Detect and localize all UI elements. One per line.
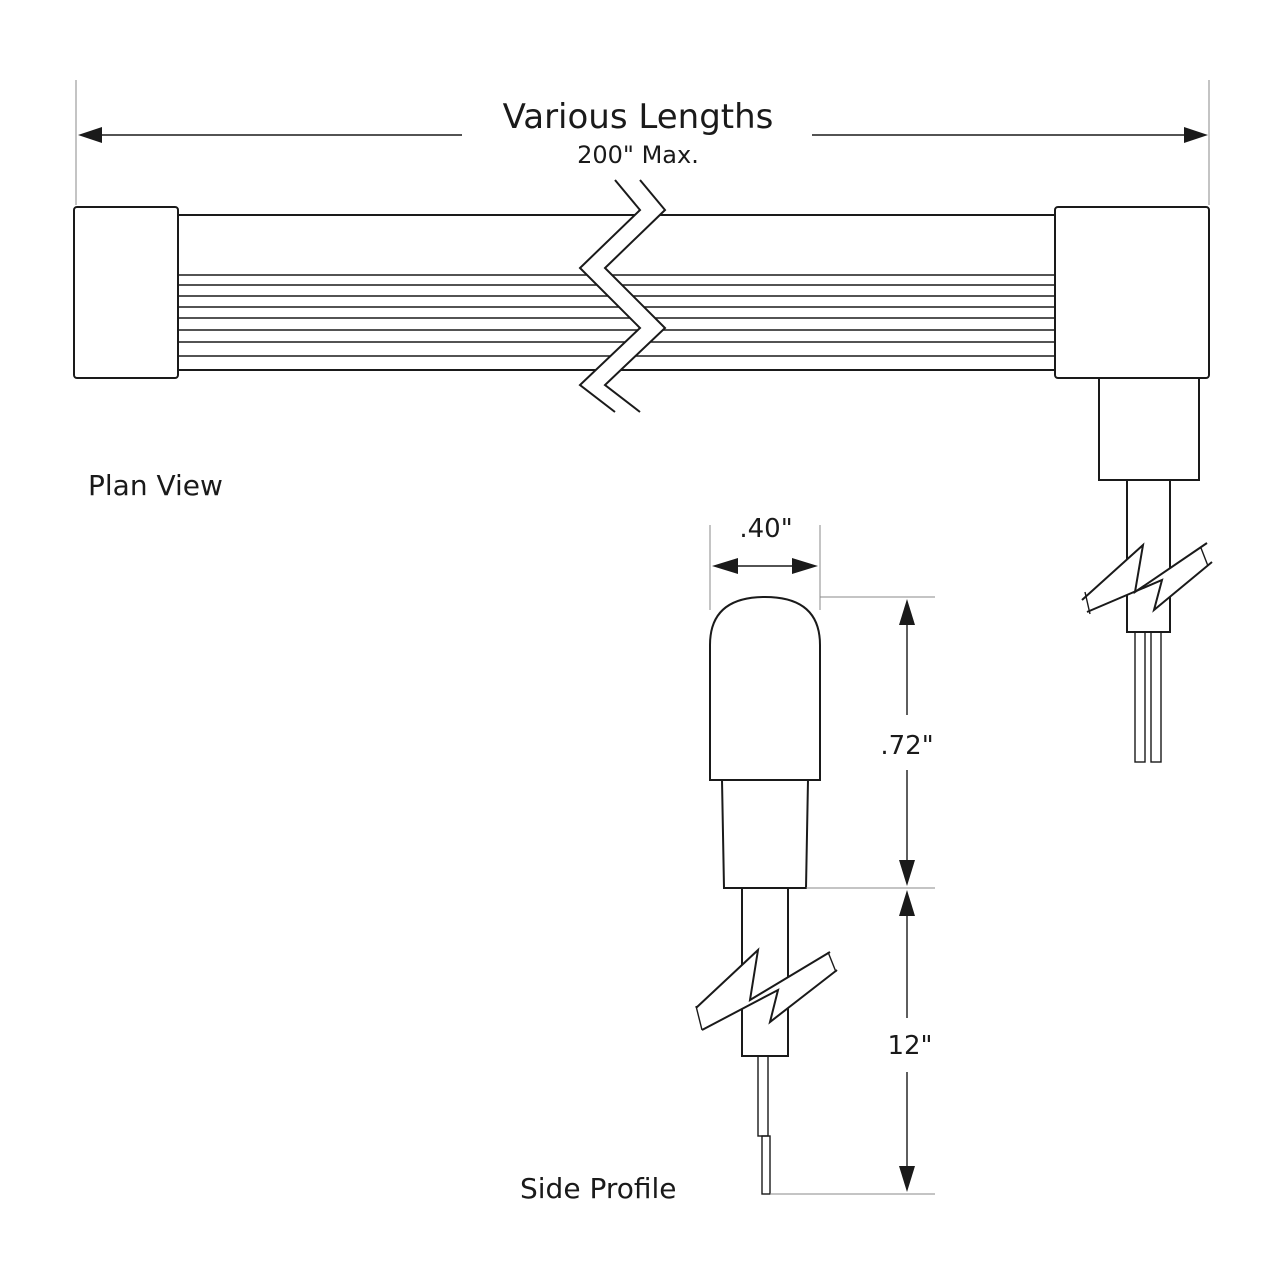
bar-break-line-right [603,179,667,413]
right-grommet [1098,377,1200,481]
height-arrow-bottom [899,860,915,886]
right-wire-break-bottom [1086,561,1213,613]
right-wire-lead-1 [1134,631,1146,763]
length-dimension: Various Lengths 200" Max. [75,80,1210,205]
right-wire-lead-2 [1150,631,1162,763]
left-end-cap [73,206,179,379]
plan-view-label: Plan View [88,469,223,502]
width-arrow-left [712,558,738,574]
plan-view-bar [73,179,1213,763]
width-arrow-right [792,558,818,574]
length-arrow-left [78,127,102,143]
bar-break-gap [580,180,665,412]
length-arrow-right [1184,127,1208,143]
bar-break-line-left [578,179,642,413]
side-wire-lead [757,1055,769,1137]
lead-arrow-bottom [899,1166,915,1192]
side-base [720,779,810,889]
side-profile-label: Side Profile [520,1172,677,1205]
length-max-label: 200" Max. [577,141,699,169]
height-arrow-top [899,599,915,625]
right-wire-break-gap [1082,543,1212,612]
side-wire-tip [761,1135,771,1195]
right-end-cap [1054,206,1210,379]
side-lens-head [709,595,821,781]
side-wire-break-bottom [701,969,838,1031]
side-profile: .40" .72" 12" [695,514,935,1195]
length-title-label: Various Lengths [503,97,774,137]
height-dimension-label: .72" [880,731,933,761]
lead-arrow-top [899,890,915,916]
side-wire-break-top [695,947,831,1009]
right-wire-break-top [1081,542,1208,601]
width-dimension-label: .40" [739,514,792,544]
lead-dimension-label: 12" [887,1031,932,1061]
